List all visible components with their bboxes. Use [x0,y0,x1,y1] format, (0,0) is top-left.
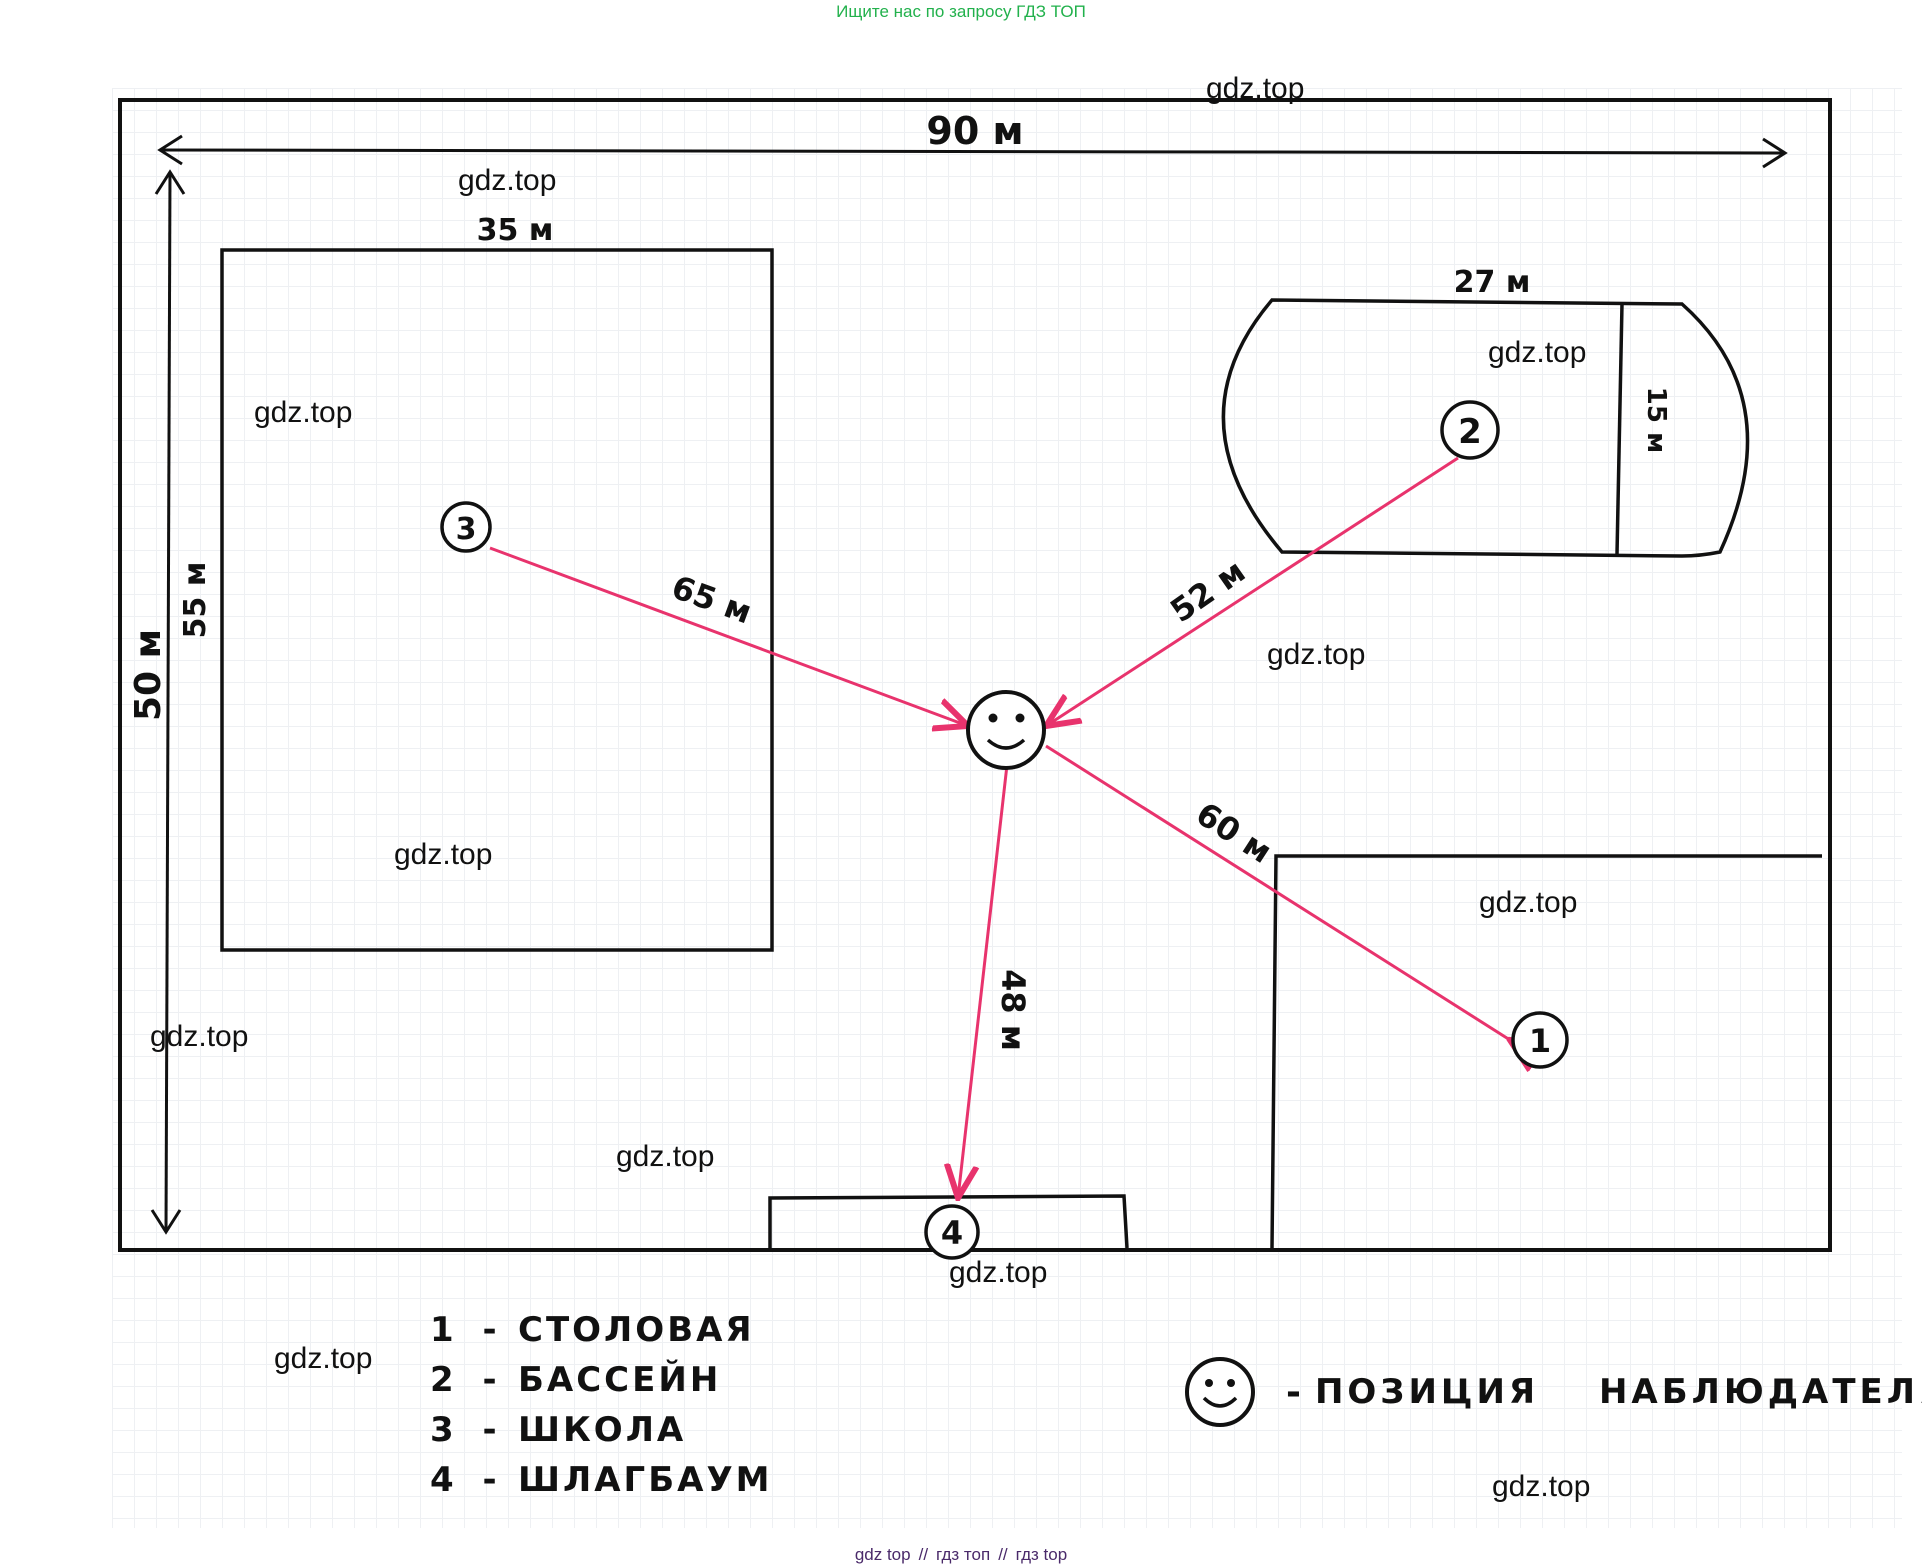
sightline-to-school [489,546,968,726]
school-width-label: 35 м [477,213,554,248]
width-label: 90 м [926,109,1023,153]
marker-1: 1 [1511,1011,1569,1069]
observer-smiley-icon [966,690,1046,770]
marker-4: 4 [924,1204,980,1260]
legend-item-school: 3-ШКОЛА [430,1410,687,1450]
observer-legend-label: ПОЗИЦИЯ НАБЛЮДАТЕЛЯ [1314,1372,1922,1412]
watermark-5: gdz.top [1267,638,1366,671]
sightline-to-canteen [1045,744,1510,1040]
pool-outline [1221,298,1750,558]
footer-part-1[interactable]: gdz top [854,1545,911,1564]
svg-text:2: 2 [1458,412,1482,452]
observer-legend-dash: - [1286,1371,1301,1413]
footer-part-3[interactable]: гдз top [1015,1545,1068,1564]
search-banner: Ищите нас по запросу ГДЗ ТОП [836,2,1086,21]
width-dimension-arrow [157,134,1788,169]
sightline-to-barrier [958,764,1009,1198]
distance-pool-label: 52 м [1163,552,1252,630]
watermark-8: gdz.top [150,1020,249,1053]
distance-barrier-label: 48 м [994,969,1032,1051]
school-height-label: 55 м [178,562,213,639]
watermark-4: gdz.top [254,396,353,429]
height-label: 50 м [128,629,169,721]
canteen-building [1270,854,1822,1249]
sight-lines [489,456,1510,1198]
watermark-2: gdz.top [458,164,557,197]
height-dimension-arrow [150,169,186,1235]
footer-links: gdz top//гдз топ//гдз top [854,1545,1068,1564]
watermark-11: gdz.top [274,1342,373,1375]
pool-length-label: 27 м [1454,265,1531,300]
svg-text:4: 4 [941,1214,963,1252]
watermark-3: gdz.top [1488,336,1587,369]
marker-2: 2 [1440,400,1500,460]
legend-item-pool: 2-БАССЕЙН [430,1360,722,1400]
marker-3: 3 [440,501,492,553]
watermark-12: gdz.top [1492,1470,1591,1503]
watermark-6: gdz.top [394,838,493,871]
legend-item-canteen: 1-СТОЛОВАЯ [430,1310,755,1350]
svg-text:1: 1 [1529,1022,1551,1060]
watermark-1: gdz.top [1206,72,1305,105]
watermark-7: gdz.top [1479,886,1578,919]
school-building [220,248,774,952]
observer-legend: - ПОЗИЦИЯ НАБЛЮДАТЕЛЯ [1182,1352,1922,1432]
smiley-face-icon [1185,1357,1255,1427]
distance-school-label: 65 м [667,568,757,632]
watermark-9: gdz.top [616,1140,715,1173]
svg-text:3: 3 [456,512,477,547]
pool-width-label: 15 м [1641,387,1671,454]
pool-divider [1615,303,1624,555]
footer-part-2[interactable]: гдз топ [936,1545,991,1564]
legend: 1-СТОЛОВАЯ 2-БАССЕЙН 3-ШКОЛА 4-ШЛАГБАУМ [430,1305,773,1505]
grid-paper-background [112,88,1902,1528]
watermark-10: gdz.top [949,1256,1048,1289]
legend-item-barrier: 4-ШЛАГБАУМ [430,1460,773,1500]
sightline-to-pool [1046,456,1459,726]
distance-canteen-label: 60 м [1189,795,1278,871]
territory-boundary [118,98,1832,1252]
